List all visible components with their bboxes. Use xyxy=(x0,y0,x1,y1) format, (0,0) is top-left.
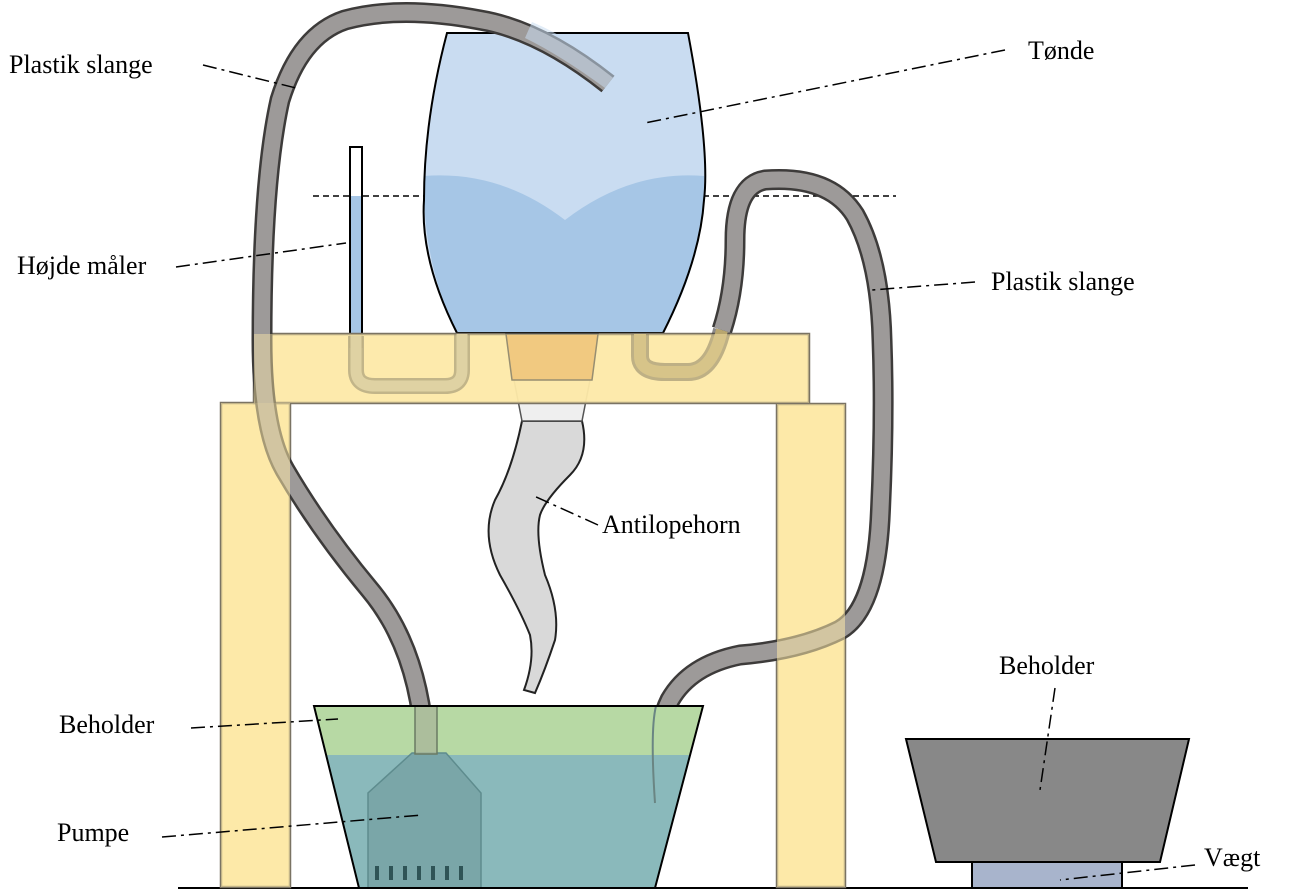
basin-left xyxy=(312,705,705,889)
label-hose-left: Plastik slange xyxy=(9,50,153,79)
pump-vents xyxy=(375,866,463,880)
funnel xyxy=(505,333,599,381)
outlet-connector xyxy=(631,327,731,381)
hose-left xyxy=(251,2,615,751)
label-container-right: Beholder xyxy=(999,651,1095,680)
antelope-horn xyxy=(487,420,586,695)
barrel xyxy=(422,32,707,334)
label-barrel: Tønde xyxy=(1028,36,1095,65)
table-leg-left-overlay xyxy=(221,403,290,887)
hose-right xyxy=(644,168,894,804)
height-gauge-water xyxy=(351,196,361,346)
table-leg-right-overlay xyxy=(777,404,845,887)
table-top-overlay xyxy=(254,334,809,403)
label-scale: Vægt xyxy=(1204,843,1261,872)
label-horn: Antilopehorn xyxy=(602,510,741,539)
label-hose-right: Plastik slange xyxy=(991,267,1135,296)
leader-lines xyxy=(161,49,1196,881)
label-pump: Pumpe xyxy=(57,818,130,847)
label-height-gauge: Højde måler xyxy=(17,251,147,280)
label-container-left: Beholder xyxy=(59,710,155,739)
scale xyxy=(971,861,1123,889)
container-right xyxy=(904,738,1191,863)
gauge-connector xyxy=(348,334,470,394)
